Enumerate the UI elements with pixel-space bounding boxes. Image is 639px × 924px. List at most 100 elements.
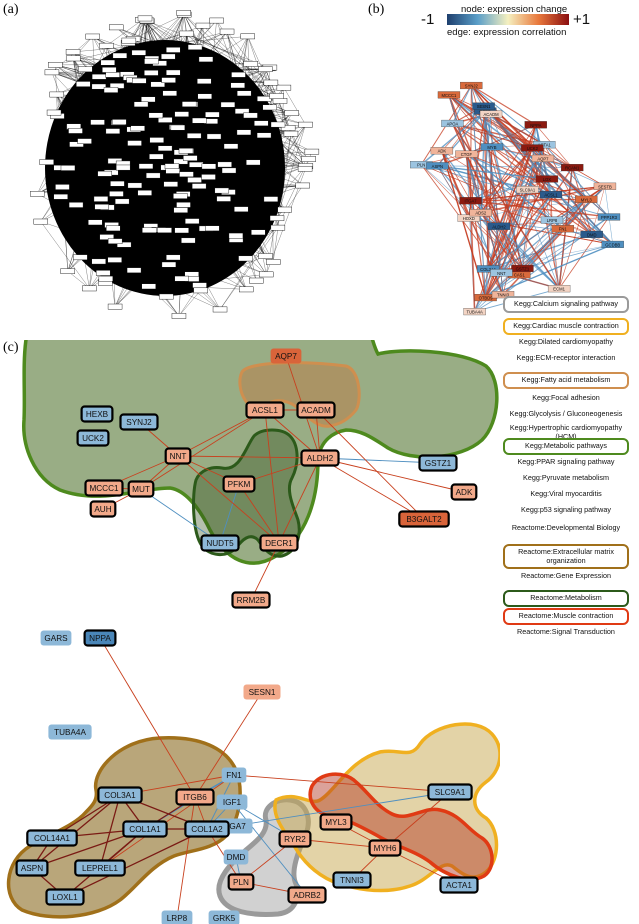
hairball-edge [115, 111, 243, 242]
hairball-edge [122, 201, 193, 280]
hairball-edge [200, 290, 221, 310]
gene-node: TUBA4A [48, 724, 92, 740]
expression-node: SESN1 [472, 102, 495, 110]
expression-node: AQP7 [531, 154, 555, 162]
hairball-node [206, 133, 222, 140]
hairball-node [176, 202, 191, 208]
gene-edge [319, 457, 425, 520]
hairball-edge [57, 104, 228, 117]
gene-node: NUDT5 [200, 534, 240, 552]
hairball-node [276, 84, 292, 91]
hairball-edge [114, 115, 251, 261]
hairball-node [184, 218, 200, 224]
hairball-edge [114, 111, 243, 162]
gene-node: RRM2B [231, 591, 271, 609]
legend-item: Kegg:Cardiac muscle contraction [503, 318, 629, 335]
gene-node: FN1 [221, 767, 247, 783]
hairball-node [269, 215, 285, 221]
gene-node: MYL3 [319, 813, 353, 831]
expression-edge [485, 226, 500, 298]
hairball-edge [181, 227, 278, 279]
expression-edge [500, 189, 529, 273]
hairball-node [150, 81, 165, 88]
expression-edge [470, 200, 563, 230]
hairball-node [173, 158, 188, 165]
svg-text:HOXD: HOXD [463, 216, 475, 221]
hairball-edge [109, 69, 165, 231]
hairball-node [141, 227, 157, 234]
gene-label: ACADM [301, 406, 331, 415]
expression-edge [437, 165, 573, 168]
legend-item: Kegg:Focal adhesion [532, 393, 600, 402]
hairball-edge [226, 31, 243, 112]
gene-node: SLC9A1 [427, 783, 473, 801]
expression-edge [480, 189, 528, 213]
hairball-edge [106, 111, 243, 238]
gene-node: COL3A1 [97, 786, 143, 804]
gene-label: ALDH2 [307, 454, 334, 463]
gene-label: COL1A2 [191, 825, 223, 834]
hairball-node [192, 117, 207, 124]
svg-text:ACTA1: ACTA1 [538, 143, 552, 148]
expression-edge [470, 85, 472, 201]
hairball-node [91, 73, 107, 80]
gene-node: DECR1 [259, 534, 299, 552]
hairball-edge [134, 185, 285, 210]
expression-edge [502, 216, 610, 296]
hairball-edge [137, 128, 303, 186]
expression-edge [562, 199, 587, 229]
gene-node: GSTZ1 [418, 454, 458, 472]
hairball-edge [185, 150, 267, 275]
hairball-edge [105, 193, 184, 284]
panel-label-b: (b) [368, 2, 385, 17]
gene-label: MUT [132, 485, 150, 494]
hairball-edge [188, 240, 267, 275]
expression-edge [465, 153, 523, 269]
hairball-edge [105, 282, 247, 290]
hairball-edge [73, 58, 98, 123]
svg-text:MYB: MYB [487, 145, 496, 150]
hairball-node [270, 224, 286, 231]
hairball-edge [57, 115, 170, 265]
hairball-node [49, 91, 64, 98]
hairball-edge [46, 129, 134, 163]
hairball-edge [168, 56, 247, 290]
hairball-edge [73, 12, 184, 127]
hairball-edge [40, 221, 90, 289]
hairball-node [112, 52, 128, 59]
hairball-edge [84, 124, 306, 142]
gene-label: GARS [44, 634, 68, 643]
hairball-node [88, 219, 103, 226]
expression-edge [470, 84, 537, 126]
hairball-node [132, 77, 147, 84]
legend-item: Reactome:Developmental Biology [511, 523, 621, 532]
hairball-edge [111, 77, 131, 226]
hairball-node [85, 33, 100, 40]
hairball-edge [56, 94, 77, 145]
hairball-node [141, 96, 156, 103]
gene-label: IGF1 [223, 798, 242, 807]
expression-edge [498, 225, 560, 290]
gene-label: DECR1 [265, 539, 293, 548]
expression-edge [466, 124, 536, 155]
svg-text:SLC9A1: SLC9A1 [520, 188, 536, 193]
panel-b-network: node: expression change -1 +1 edge: expr… [410, 4, 624, 316]
hairball-edge [54, 112, 291, 134]
gene-node: MYH6 [368, 839, 402, 857]
hairball-node [176, 10, 191, 16]
svg-text:RCAN1: RCAN1 [565, 166, 580, 171]
expression-node: APOA [441, 119, 464, 128]
hairball-edge [200, 192, 229, 291]
svg-text:ADS2: ADS2 [475, 211, 487, 216]
hairball-node [259, 271, 274, 278]
gene-edge [177, 455, 280, 544]
hairball-node [73, 254, 88, 261]
hairball-edge [114, 127, 178, 162]
hairball-edge [244, 93, 292, 114]
legend-item: Reactome:Signal Transduction [517, 627, 615, 636]
svg-text:SYNJ2: SYNJ2 [465, 84, 479, 89]
expression-edge [488, 244, 613, 270]
expression-edge [490, 113, 560, 289]
hairball-node [68, 202, 84, 208]
hairball-node [112, 119, 127, 125]
